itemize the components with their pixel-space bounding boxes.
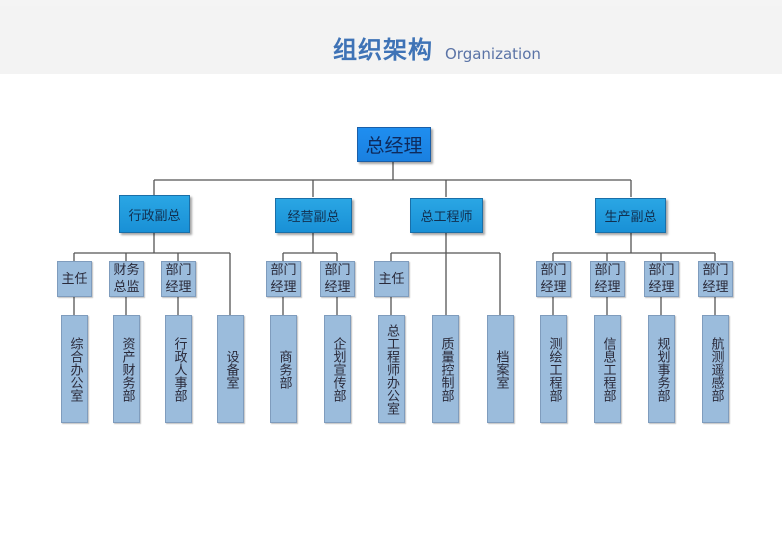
org-node-department: 信息工程部 xyxy=(594,315,621,423)
org-node-manager: 部门经理 xyxy=(698,261,733,297)
org-node-department: 资产财务部 xyxy=(113,315,140,423)
page-header: 组织架构 Organization xyxy=(0,6,782,74)
org-node-department: 测绘工程部 xyxy=(540,315,567,423)
org-node-department: 企划宣传部 xyxy=(324,315,351,423)
org-node-department: 商务部 xyxy=(270,315,297,423)
org-node-department: 行政人事部 xyxy=(165,315,192,423)
org-node-manager: 部门经理 xyxy=(320,261,355,297)
org-node-department: 规划事务部 xyxy=(648,315,675,423)
org-node-manager: 主任 xyxy=(374,261,409,297)
org-node-department: 航测遥感部 xyxy=(702,315,729,423)
org-node-division: 总工程师 xyxy=(410,198,483,233)
org-node-root: 总经理 xyxy=(357,127,431,162)
org-node-department: 总工程师办公室 xyxy=(378,315,405,423)
top-strip xyxy=(0,0,782,6)
org-node-department: 综合办公室 xyxy=(61,315,88,423)
org-node-department: 设备室 xyxy=(217,315,244,423)
org-node-department: 质量控制部 xyxy=(432,315,459,423)
org-node-department: 档案室 xyxy=(487,315,514,423)
org-node-manager: 部门经理 xyxy=(590,261,625,297)
page-title: 组织架构 xyxy=(333,36,433,64)
page-subtitle: Organization xyxy=(445,45,541,63)
org-node-manager: 主任 xyxy=(57,261,92,297)
org-node-division: 生产副总 xyxy=(595,198,666,233)
org-node-manager: 部门经理 xyxy=(644,261,679,297)
org-node-manager: 部门经理 xyxy=(161,261,196,297)
org-node-manager: 部门经理 xyxy=(536,261,571,297)
org-node-manager: 部门经理 xyxy=(266,261,301,297)
org-node-division: 经营副总 xyxy=(275,198,352,233)
org-node-manager: 财务总监 xyxy=(109,261,144,297)
org-node-division: 行政副总 xyxy=(119,195,190,233)
